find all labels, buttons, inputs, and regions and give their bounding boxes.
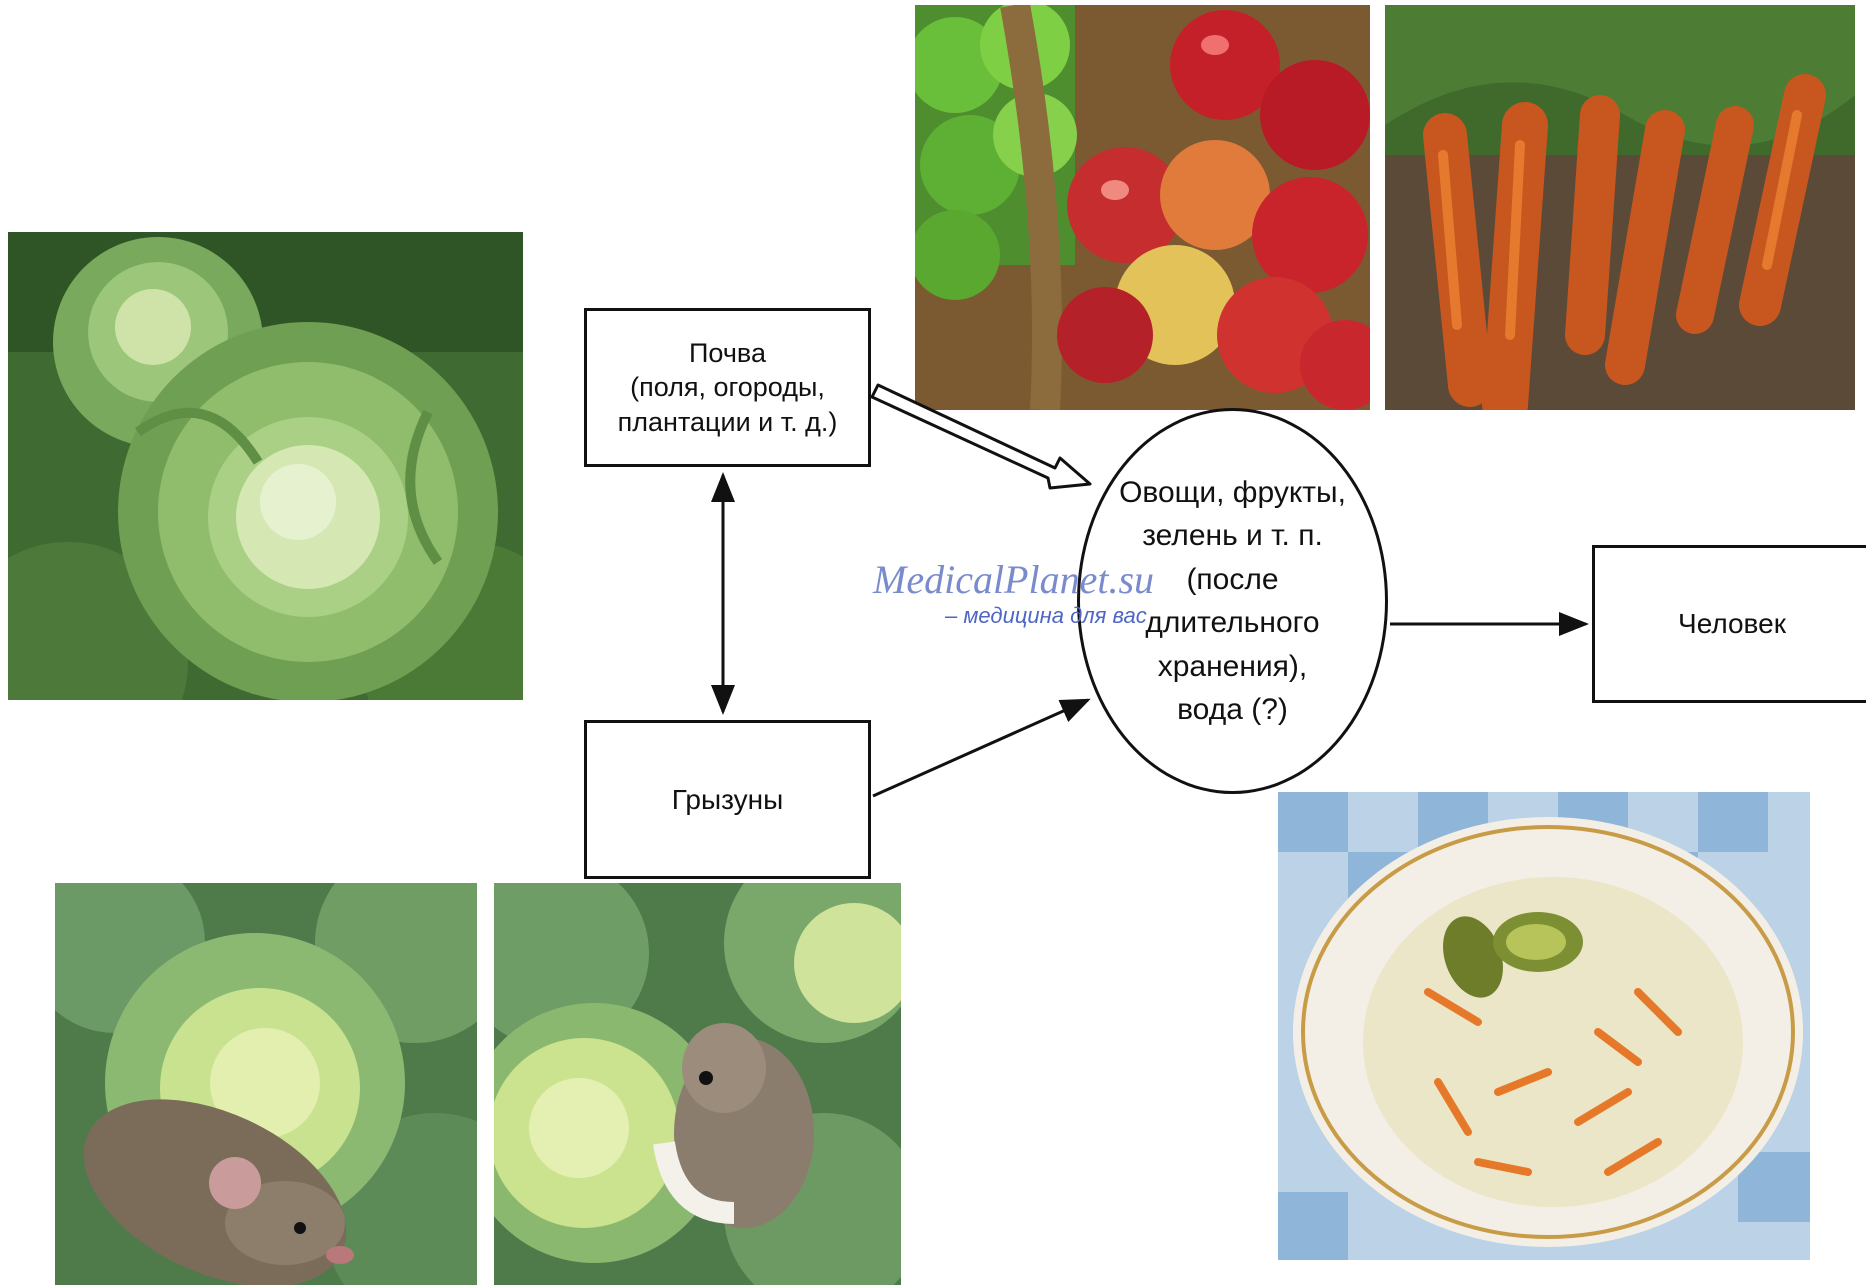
node-human-label: Человек	[1678, 608, 1786, 640]
node-produce-line-4: длительного	[1145, 606, 1320, 639]
watermark-site: MedicalPlanet.su	[873, 557, 1155, 602]
arrow-rodents-to-produce	[872, 698, 1091, 798]
mouse-cabbage-photo-2	[494, 883, 901, 1285]
node-produce: Овощи, фрукты, зелень и т. п. (после дли…	[1077, 408, 1388, 794]
watermark-tagline: – медицина для вас	[945, 603, 1147, 628]
node-soil-line-3: плантации и т. д.)	[617, 406, 838, 437]
node-soil-line-1: Почва	[689, 337, 766, 368]
node-rodents-label: Грызуны	[671, 783, 784, 815]
node-rodents: Грызуны	[584, 720, 871, 879]
apples-photo	[915, 5, 1370, 410]
cabbage-photo	[8, 232, 523, 700]
node-produce-line-6: вода (?)	[1177, 693, 1288, 726]
node-soil: Почва (поля, огороды, плантации и т. д.)	[584, 308, 871, 467]
carrots-photo	[1385, 5, 1855, 410]
node-soil-line-2: (поля, огороды,	[630, 372, 825, 403]
node-produce-line-3: (после	[1186, 562, 1279, 596]
node-human: Человек	[1592, 545, 1866, 703]
salad-photo	[1278, 792, 1810, 1260]
mouse-cabbage-photo-1	[55, 883, 477, 1285]
node-produce-line-2: зелень и т. п.	[1142, 519, 1323, 552]
node-produce-line-5: хранения),	[1157, 649, 1308, 683]
node-produce-line-1: Овощи, фрукты,	[1119, 475, 1346, 509]
